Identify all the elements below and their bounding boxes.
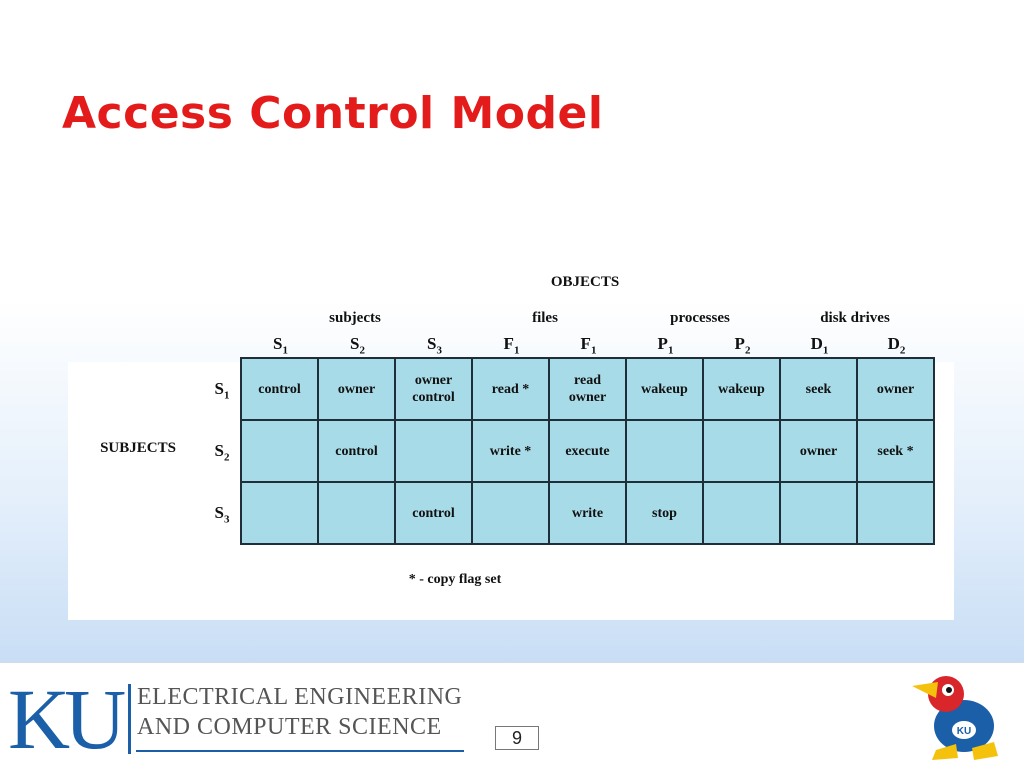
column-header: P1	[627, 334, 704, 356]
mascot-badge-text: KU	[957, 726, 971, 737]
matrix-cell	[471, 481, 550, 545]
group-disk-drives-label: disk drives	[820, 310, 890, 326]
matrix-cell	[625, 419, 704, 483]
column-header: S2	[319, 334, 396, 356]
column-header-subscript: 1	[590, 344, 597, 357]
column-header: S3	[396, 334, 473, 356]
matrix-cell: control	[240, 357, 319, 421]
column-header: F1	[473, 334, 550, 356]
page-number: 9	[495, 726, 539, 750]
matrix-cell: write *	[471, 419, 550, 483]
matrix-cell: owner	[317, 357, 396, 421]
matrix-cell	[702, 419, 781, 483]
logo-separator	[128, 684, 131, 754]
row-header-subscript: 1	[223, 389, 230, 402]
column-header-letter: S	[427, 334, 437, 353]
matrix-cell: owner control	[394, 357, 473, 421]
column-header: D2	[858, 334, 935, 356]
matrix-cell	[702, 481, 781, 545]
column-header-subscript: 1	[822, 344, 829, 357]
column-header: P2	[704, 334, 781, 356]
department-name-line2: AND COMPUTER SCIENCE	[137, 714, 442, 740]
column-header: F1	[550, 334, 627, 356]
column-header-subscript: 1	[667, 344, 674, 357]
department-name-line1: ELECTRICAL ENGINEERING	[137, 684, 463, 710]
column-header-letter: P	[734, 334, 745, 353]
matrix-cell: seek	[779, 357, 858, 421]
column-header-subscript: 2	[359, 344, 365, 357]
row-header: S2	[205, 441, 239, 463]
column-header-letter: F	[503, 334, 514, 353]
column-header-letter: S	[350, 334, 360, 353]
jayhawk-mascot-icon: KU	[912, 676, 998, 760]
group-subjects-label: subjects	[329, 310, 381, 326]
matrix-cell: owner	[856, 357, 935, 421]
matrix-cell: seek *	[856, 419, 935, 483]
department-underline	[136, 750, 464, 752]
matrix-cell	[856, 481, 935, 545]
column-header: D1	[781, 334, 858, 356]
column-header-subscript: 1	[282, 344, 288, 357]
subjects-heading: SUBJECTS	[100, 440, 176, 456]
group-processes-label: processes	[670, 310, 730, 326]
matrix-cell: control	[317, 419, 396, 483]
matrix-cell: wakeup	[625, 357, 704, 421]
matrix-cell: read owner	[548, 357, 627, 421]
objects-heading: OBJECTS	[550, 274, 620, 290]
column-header: S1	[242, 334, 319, 356]
column-header-subscript: 3	[436, 344, 442, 357]
column-header-subscript: 2	[744, 344, 751, 357]
column-header-letter: P	[657, 334, 668, 353]
row-header-letter: S	[214, 441, 224, 460]
column-header-letter: S	[273, 334, 283, 353]
ku-logo: KU	[8, 671, 126, 767]
column-header-subscript: 1	[513, 344, 520, 357]
matrix-cell: owner	[779, 419, 858, 483]
row-header-letter: S	[214, 503, 224, 522]
matrix-cell	[240, 419, 319, 483]
row-header-letter: S	[214, 379, 224, 398]
row-header-subscript: 2	[223, 451, 230, 464]
matrix-cell	[394, 419, 473, 483]
row-header-subscript: 3	[223, 513, 230, 526]
column-header-subscript: 2	[899, 344, 906, 357]
row-header: S1	[205, 379, 239, 401]
matrix-cell: control	[394, 481, 473, 545]
matrix-cell: write	[548, 481, 627, 545]
column-header-letter: D	[810, 334, 823, 353]
column-header-letter: D	[887, 334, 900, 353]
matrix-cell: read *	[471, 357, 550, 421]
copy-flag-footnote: * - copy flag set	[408, 572, 502, 587]
column-header-letter: F	[580, 334, 591, 353]
matrix-cell: execute	[548, 419, 627, 483]
slide-title: Access Control Model	[62, 88, 604, 139]
row-header: S3	[205, 503, 239, 525]
matrix-cell	[779, 481, 858, 545]
matrix-cell	[317, 481, 396, 545]
group-files-label: files	[532, 310, 558, 326]
matrix-cell: wakeup	[702, 357, 781, 421]
footer-divider	[0, 662, 1024, 663]
matrix-cell: stop	[625, 481, 704, 545]
matrix-cell	[240, 481, 319, 545]
